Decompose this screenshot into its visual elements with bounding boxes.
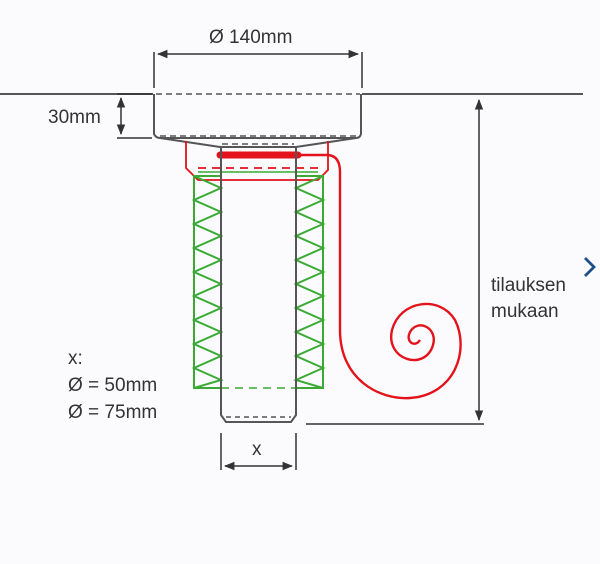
depth-dimension: [116, 93, 152, 139]
insulation-left: [191, 175, 224, 389]
top-diameter-label: Ø 140mm: [209, 27, 293, 48]
insulation-right: [293, 175, 326, 389]
top-diameter-dimension: [153, 49, 363, 88]
length-label-line1: tilauksen: [491, 275, 566, 296]
pipe-width-label: x: [252, 439, 262, 460]
pipe-option-50: Ø = 50mm: [68, 375, 158, 396]
length-dimension: [306, 98, 484, 425]
heating-cable: [185, 141, 462, 400]
pipe-option-75: Ø = 75mm: [68, 402, 158, 423]
pipe-width-dimension: [220, 433, 297, 471]
length-label-line2: mukaan: [491, 301, 559, 322]
drain-body: [153, 93, 362, 148]
pipe-options-heading: x:: [68, 348, 83, 369]
pipe: [220, 147, 297, 423]
depth-label: 30mm: [48, 107, 101, 128]
chevron-right-icon[interactable]: [584, 257, 596, 277]
